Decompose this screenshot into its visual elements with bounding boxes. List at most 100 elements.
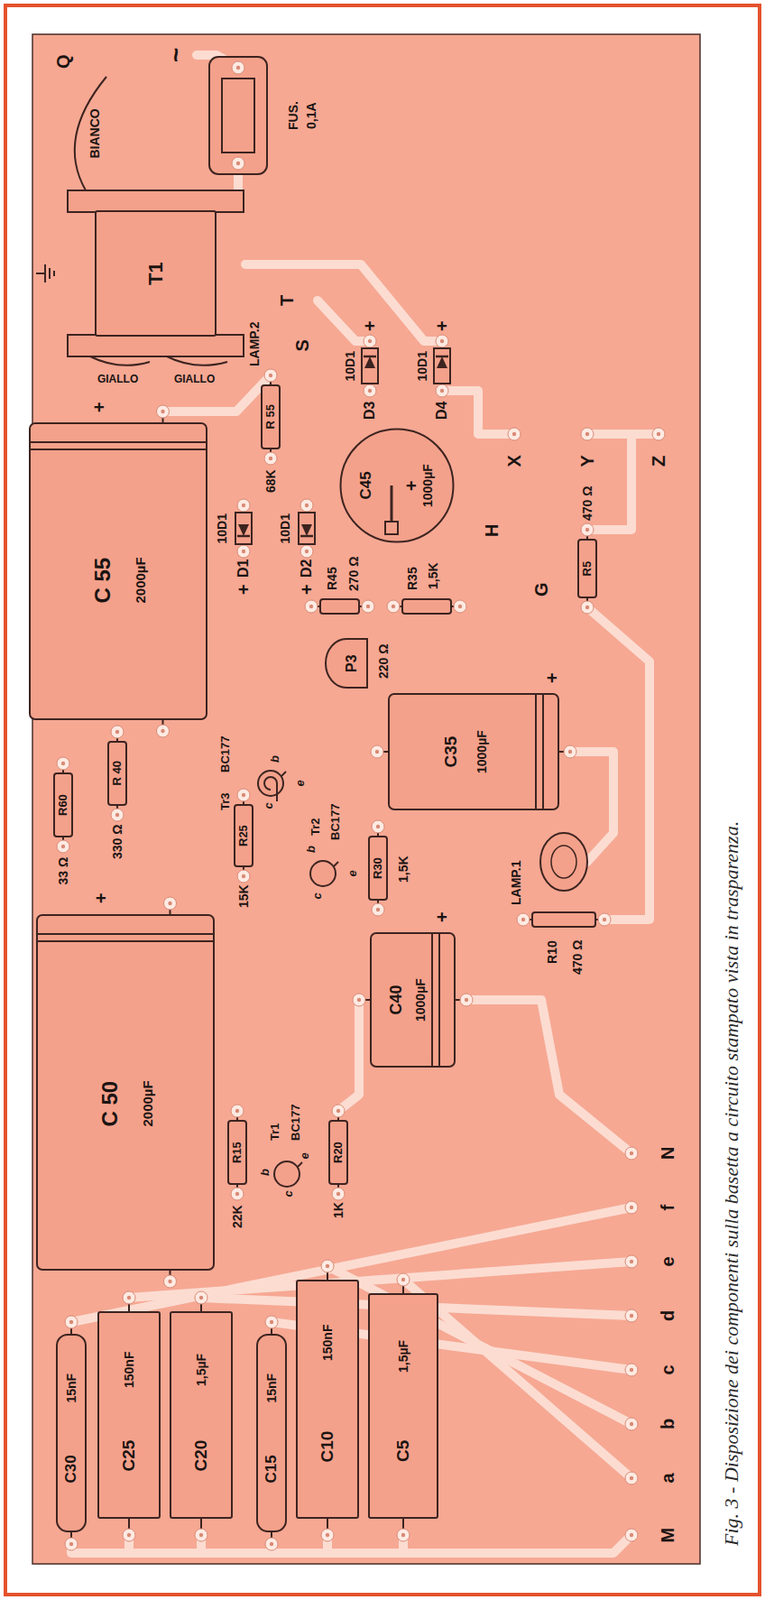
polarity-mark: + [542, 672, 563, 683]
pad-hole [235, 1108, 240, 1113]
wire-colour-label: GIALLO [173, 373, 214, 386]
component-value: 2000µF [140, 1079, 157, 1126]
pad-hole [241, 792, 246, 797]
value-label: LAMP.2 [248, 321, 262, 367]
electrolytic-capacitor: C40 1000µF [369, 931, 456, 1068]
terminal-letter: f [657, 1204, 678, 1211]
value-label: 1K [331, 1201, 346, 1218]
pad-hole [325, 1263, 330, 1268]
solder-pad [194, 1290, 208, 1304]
component-value: 1000µF [414, 977, 428, 1022]
copper-trace [71, 1534, 632, 1553]
terminal-letter: b [657, 1418, 678, 1429]
pad-hole [629, 1532, 634, 1537]
pad-hole [160, 728, 165, 733]
electrolytic-capacitor: C351000µF [387, 692, 560, 811]
polarity-mark: + [89, 401, 110, 413]
pad-hole [585, 527, 590, 532]
solder-pad [331, 1187, 345, 1200]
value-label: 22K [230, 1204, 245, 1228]
solder-pad [64, 1537, 78, 1550]
electrolytic-capacitor: C 552000µF [28, 422, 208, 720]
solder-pad [304, 599, 318, 613]
fuse-body [221, 78, 255, 153]
solder-pad [625, 1200, 638, 1214]
solder-pad [598, 912, 611, 926]
value-label: 270 Ω [347, 556, 361, 591]
pin-letter: c [282, 1189, 295, 1197]
solder-pad [435, 334, 449, 348]
value-label: 10D1 [343, 350, 358, 381]
pad-hole [269, 1541, 274, 1546]
pad-hole [160, 409, 165, 414]
value-label: 220 Ω [377, 644, 391, 679]
copper-trace [466, 999, 632, 1153]
terminal-letter: e [657, 1255, 678, 1266]
solder-pad [625, 1528, 638, 1541]
yellow-wire [90, 356, 150, 366]
fuse-holder [209, 56, 268, 175]
solder-pad [231, 61, 245, 74]
solder-pad [265, 1537, 278, 1550]
component-name: P3 [343, 654, 360, 673]
terminal-letter: S [292, 339, 313, 351]
component-value: 15nF [265, 1373, 279, 1403]
component-name: R5 [580, 561, 594, 577]
solder-pad [321, 1528, 334, 1541]
terminal-letter: c [657, 1364, 678, 1374]
solder-pad [265, 1315, 278, 1328]
component-name: R60 [56, 793, 70, 816]
diode-symbol [433, 348, 451, 384]
solder-pad [64, 1315, 78, 1328]
film-capacitor: C3015nF [55, 1333, 87, 1532]
pad-hole [629, 1259, 634, 1263]
component-name: C40 [387, 984, 406, 1014]
solder-pad [516, 912, 530, 926]
component-outline [387, 692, 560, 811]
transistor-label: BC177 [329, 803, 342, 840]
pad-hole [241, 549, 246, 554]
component-name: C5 [394, 1439, 414, 1462]
component-outline [36, 913, 215, 1271]
resistor-body: R 40 [107, 740, 128, 806]
solder-pad [453, 599, 467, 613]
pad-hole [585, 432, 590, 436]
solder-pad [352, 993, 366, 1006]
terminal-letter: H [481, 524, 502, 537]
diode-label: D4 [433, 401, 451, 420]
solder-pad [237, 869, 250, 883]
solder-pad [237, 544, 250, 558]
solder-pad [460, 993, 473, 1006]
solder-pad [370, 745, 384, 758]
solder-pad [164, 896, 177, 910]
diode-label: D2 [298, 559, 315, 578]
value-label: R35 [405, 566, 420, 590]
resistor-body: R30 [368, 835, 388, 901]
copper-trace [338, 999, 360, 1111]
solder-pad [625, 1471, 638, 1484]
solder-pad [230, 1187, 244, 1200]
pad-hole [521, 917, 526, 922]
pad-hole [69, 1541, 74, 1546]
pad-hole [115, 729, 120, 734]
resistor-symbol [532, 912, 596, 927]
pad-hole [512, 432, 517, 436]
component-name: R20 [331, 1141, 345, 1163]
transistor-symbol [310, 860, 339, 886]
solder-pad [396, 1528, 410, 1541]
pad-hole [656, 432, 661, 436]
white-wire [74, 76, 107, 191]
component-name: C35 [442, 736, 461, 768]
pad-hole [241, 503, 246, 507]
component-outline [169, 1310, 233, 1519]
pin-letter: c [262, 801, 276, 809]
solder-pad [625, 1146, 638, 1160]
film-capacitor: C201,5µF [169, 1310, 233, 1519]
circuit-board [32, 34, 701, 1564]
pad-hole [376, 907, 380, 912]
terminal-letter: M [657, 1527, 678, 1543]
film-capacitor: C25150nF [97, 1310, 161, 1519]
resistor-body: R60 [53, 772, 74, 838]
solder-pad [580, 600, 594, 614]
solder-pad [156, 724, 170, 738]
